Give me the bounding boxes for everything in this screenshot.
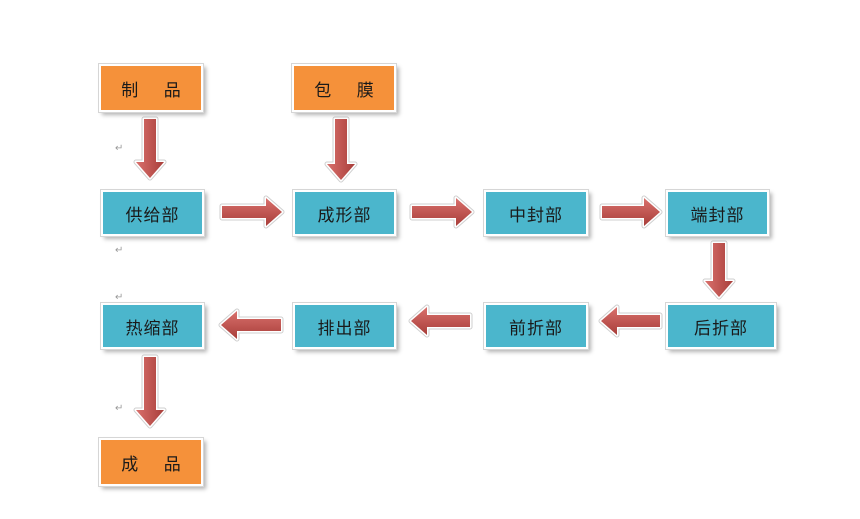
node-rear-fold-unit-label: 后折部 xyxy=(694,318,748,339)
node-forming-unit-label: 成形部 xyxy=(317,205,372,226)
node-end-seal-unit: 端封部 xyxy=(665,189,770,237)
node-wrap-film-label: 包 膜 xyxy=(314,80,384,101)
paragraph-mark-icon: ↵ xyxy=(115,143,124,154)
node-rear-fold-unit: 后折部 xyxy=(665,302,777,350)
arrow-end-to-rear xyxy=(705,243,733,297)
paragraph-mark-icon: ↵ xyxy=(115,292,124,303)
arrow-form-to-center xyxy=(412,198,472,226)
arrow-front-to-out xyxy=(411,307,470,335)
arrow-out-to-shrink xyxy=(221,311,281,339)
node-discharge-unit-label: 排出部 xyxy=(317,318,372,339)
arrow-center-to-end xyxy=(602,198,660,226)
node-feed-unit-label: 供给部 xyxy=(125,205,180,226)
arrow-feed-to-form xyxy=(222,198,282,226)
node-front-fold-unit: 前折部 xyxy=(483,302,589,350)
node-finished-product: 成 品 xyxy=(98,437,204,487)
node-feed-unit: 供给部 xyxy=(100,189,205,237)
paragraph-mark-icon: ↵ xyxy=(115,403,124,414)
arrow-rear-to-front xyxy=(601,307,660,335)
node-center-seal-unit: 中封部 xyxy=(483,189,589,237)
node-shrink-unit: 热缩部 xyxy=(100,302,205,350)
node-wrap-film: 包 膜 xyxy=(291,63,397,113)
node-center-seal-unit-label: 中封部 xyxy=(509,205,563,226)
node-raw-material: 制 品 xyxy=(98,63,204,113)
arrow-shrink-to-product xyxy=(136,357,164,426)
arrow-raw-to-feed xyxy=(136,119,164,178)
node-discharge-unit: 排出部 xyxy=(292,302,397,350)
node-shrink-unit-label: 热缩部 xyxy=(125,318,180,339)
arrow-film-to-form xyxy=(327,119,355,180)
paragraph-mark-icon: ↵ xyxy=(115,245,124,256)
node-forming-unit: 成形部 xyxy=(292,189,397,237)
node-finished-product-label: 成 品 xyxy=(121,454,191,475)
node-front-fold-unit-label: 前折部 xyxy=(509,318,563,339)
node-raw-material-label: 制 品 xyxy=(121,80,191,101)
node-end-seal-unit-label: 端封部 xyxy=(690,205,745,226)
